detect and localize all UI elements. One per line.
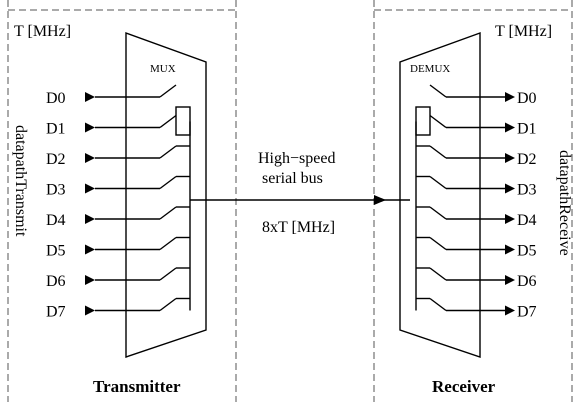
output-label-d4: D4	[517, 212, 537, 229]
output-arrowhead	[505, 92, 515, 102]
demux-switch-arm	[429, 236, 447, 251]
input-label-d4: D4	[46, 212, 66, 229]
output-label-d1: D1	[517, 121, 537, 138]
output-label-d3: D3	[517, 182, 537, 199]
mux-switches	[159, 84, 191, 312]
mux-switch-arm	[159, 175, 177, 190]
demux-select-box	[415, 106, 431, 136]
output-arrowhead	[505, 183, 515, 194]
receiver-clock-label: T [MHz]	[495, 23, 552, 40]
receiver-title: Receiver	[432, 377, 496, 396]
transmitter-side-label: datapathTransmit	[12, 125, 29, 237]
input-label-d3: D3	[46, 182, 66, 199]
demux-block	[399, 32, 481, 358]
input-arrowhead	[85, 275, 95, 285]
mux-switch-arm	[159, 84, 177, 98]
mux-label: MUX	[150, 63, 176, 75]
output-arrowhead	[505, 214, 515, 224]
input-label-d0: D0	[46, 90, 66, 107]
demux-switch-arm	[429, 206, 447, 220]
mux-switch-arm	[159, 297, 177, 312]
output-arrowhead	[505, 305, 515, 316]
input-arrowhead	[85, 92, 95, 102]
output-label-d0: D0	[517, 90, 537, 107]
output-label-d5: D5	[517, 243, 537, 260]
receiver-side-label: datapathReceive	[556, 150, 573, 256]
demux-switches	[415, 84, 447, 312]
bus-label-line1: High−speed	[258, 150, 335, 167]
mux-switch-arm	[159, 236, 177, 251]
input-arrowhead	[85, 153, 95, 163]
input-arrowhead	[85, 244, 95, 255]
output-label-d2: D2	[517, 151, 537, 168]
input-label-d1: D1	[46, 121, 66, 138]
mux-switch-arm	[159, 114, 177, 129]
input-label-d6: D6	[46, 273, 66, 290]
serial-bus-arrowhead	[374, 195, 386, 205]
demux-switch-arm	[429, 267, 447, 281]
demux-switch-arm	[429, 175, 447, 190]
input-label-d5: D5	[46, 243, 66, 260]
transmitter-title: Transmitter	[93, 377, 181, 396]
demux-label: DEMUX	[410, 63, 450, 75]
mux-block	[125, 32, 207, 358]
bus-label-line2: serial bus	[262, 170, 323, 187]
input-arrowhead	[85, 214, 95, 224]
demux-switch-arm	[429, 84, 447, 98]
mux-switch-arm	[159, 206, 177, 220]
bus-rate-label: 8xT [MHz]	[262, 219, 335, 236]
demux-switch-arm	[429, 114, 447, 129]
output-arrowhead	[505, 244, 515, 255]
transmitter-clock-label: T [MHz]	[14, 23, 71, 40]
input-arrowhead	[85, 183, 95, 194]
mux-select-box	[175, 106, 191, 136]
demux-switch-arm	[429, 145, 447, 159]
output-label-d7: D7	[517, 304, 537, 321]
demux-switch-arm	[429, 297, 447, 312]
mux-switch-arm	[159, 145, 177, 159]
output-arrowhead	[505, 122, 515, 133]
output-arrowhead	[505, 153, 515, 163]
input-arrowhead	[85, 122, 95, 133]
input-label-d2: D2	[46, 151, 66, 168]
output-arrowhead	[505, 275, 515, 285]
input-arrowhead	[85, 305, 95, 316]
mux-switch-arm	[159, 267, 177, 281]
output-label-d6: D6	[517, 273, 537, 290]
input-label-d7: D7	[46, 304, 66, 321]
